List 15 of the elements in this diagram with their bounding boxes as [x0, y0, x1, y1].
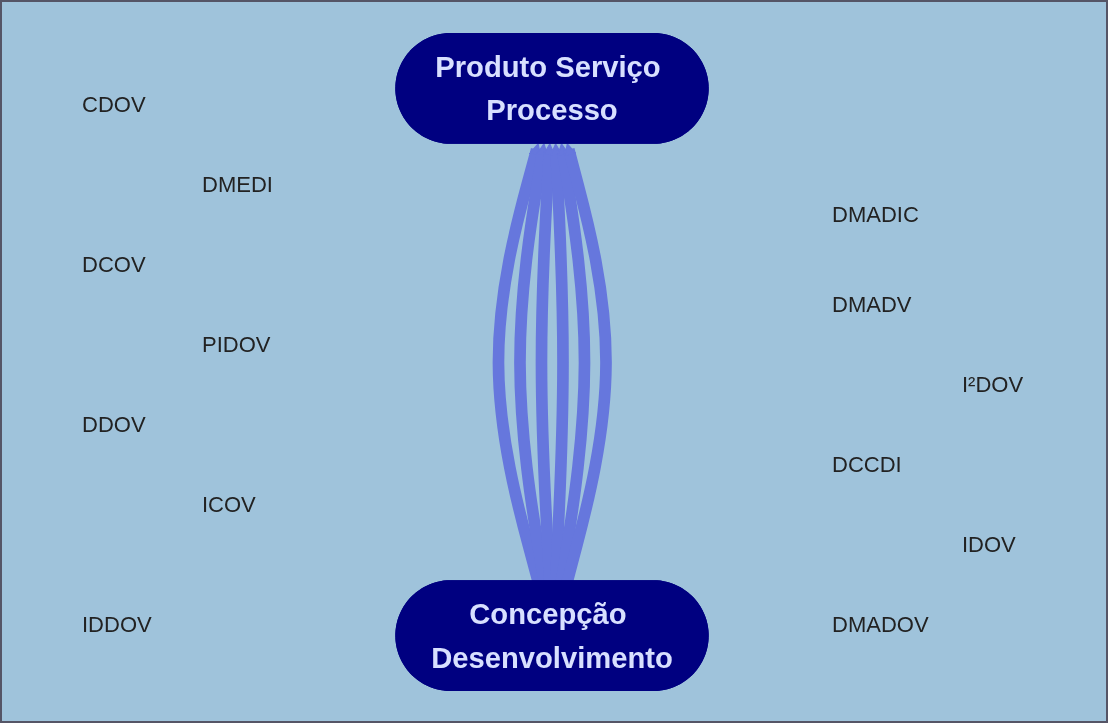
- method-label: PIDOV: [202, 332, 271, 358]
- method-label: DCCDI: [832, 452, 902, 478]
- method-label: I²DOV: [962, 372, 1024, 398]
- method-label: CDOV: [82, 92, 146, 118]
- arrow: [535, 143, 556, 582]
- method-label: IDOV: [962, 532, 1016, 558]
- method-label: ICOV: [202, 492, 256, 518]
- arrow: [549, 143, 569, 582]
- method-label: DMADIC: [832, 202, 919, 228]
- method-label: DMADV: [832, 292, 912, 318]
- method-label: DDOV: [82, 412, 146, 438]
- method-label: DMEDI: [202, 172, 273, 198]
- method-label: DMADOV: [832, 612, 929, 638]
- method-label: IDDOV: [82, 612, 152, 638]
- method-label: DCOV: [82, 252, 146, 278]
